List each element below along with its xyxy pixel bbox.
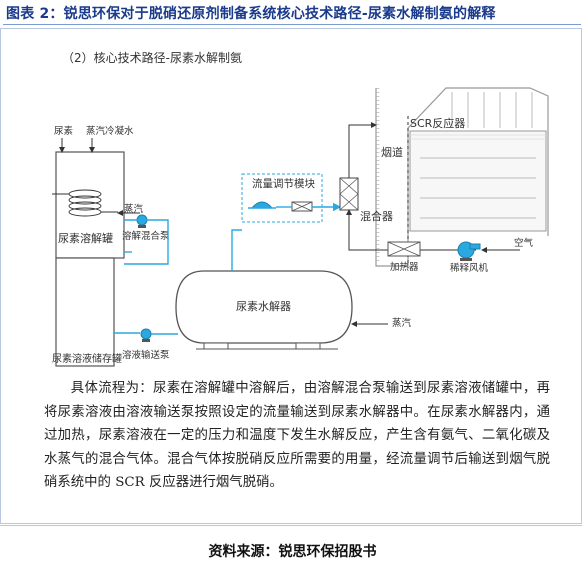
pipe-mixer-to-flue [348,122,377,178]
dissolving-tank-label: 尿素溶解罐 [58,231,113,245]
air-label: 空气 [514,237,534,249]
dilution-fan-label: 稀释风机 [450,262,489,274]
dilution-fan [457,241,481,261]
heater-label: 加热器 [390,261,419,273]
hydrolyzer-label: 尿素水解器 [236,299,291,313]
section-title: （2）核心技术路径-尿素水解制氨 [62,50,242,65]
source-note: 资料来源：锐思环保招股书 [208,544,377,560]
heating-coil [52,189,118,217]
figure-title: 图表 2：锐思环保对于脱硝还原剂制备系统核心技术路径-尿素水解制氨的解释 [6,6,496,22]
flow-meter [248,201,276,209]
steam-condensate-label: 蒸汽冷凝水 [86,125,134,137]
urea-label: 尿素 [54,125,74,137]
process-paragraph: 具体流程为：尿素在溶解罐中溶解后，由溶解混合泵输送到尿素溶液储罐中，再将尿素溶液… [44,381,550,490]
scr-reactor: SCR反应器 烟道 [375,87,549,267]
transfer-pump [140,328,152,342]
frame-bottom-rule [0,525,582,526]
steam-upper-label: 蒸汽 [124,203,144,215]
storage-tank-label: 尿素溶液储存罐 [52,352,122,365]
process-diagram: （2）核心技术路径-尿素水解制氨 SCR反应器 烟道 尿素溶解罐 尿素 蒸汽冷凝… [52,50,549,367]
mixer [339,177,359,211]
flow-module [241,173,323,223]
dissolving-tank [55,151,125,259]
flue-label: 烟道 [381,145,403,159]
flow-module-label: 流量调节模块 [252,177,315,190]
figure-frame [0,28,582,524]
steam-lower-label: 蒸汽 [392,317,412,329]
dissolving-pump [136,214,148,228]
process-description: 具体流程为：尿素在溶解罐中溶解后，由溶解混合泵输送到尿素溶液储罐中，再将尿素溶液… [44,377,550,495]
pipe-air-to-mixer [346,209,476,251]
mixer-label: 混合器 [360,209,393,223]
pipe-dissolve-to-storage [124,219,169,265]
transfer-pump-label: 溶液输送泵 [122,349,170,361]
title-rule [3,24,581,25]
pipe-hydrolyzer-to-module [231,229,242,271]
scr-reactor-label: SCR反应器 [410,116,465,130]
dissolving-pump-label: 溶解混合泵 [122,230,170,242]
storage-tank [55,257,115,367]
